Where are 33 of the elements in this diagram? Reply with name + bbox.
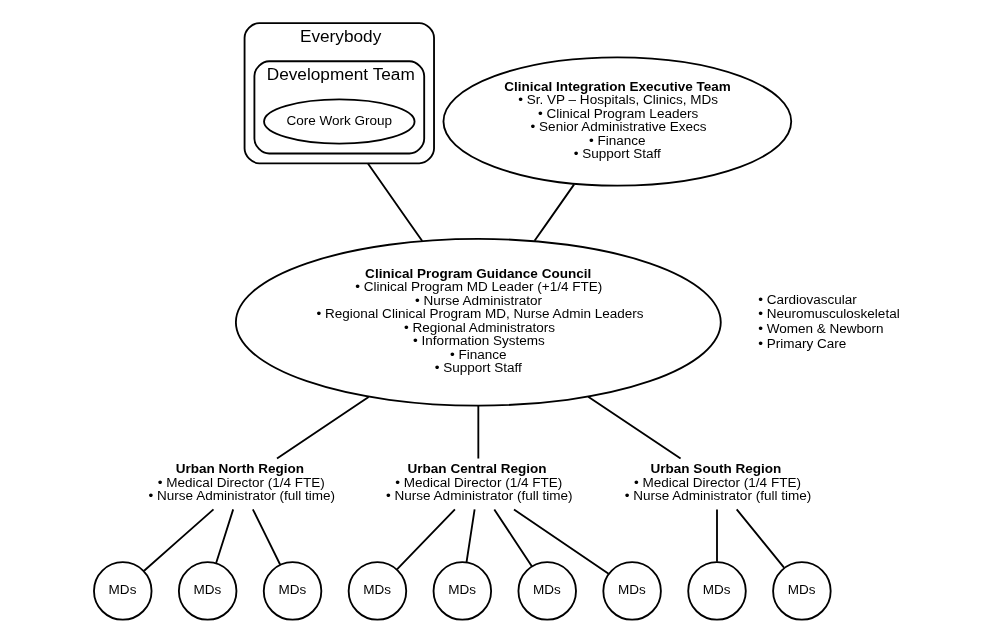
connector: [276, 396, 370, 460]
node-circle: MDs: [517, 561, 577, 621]
node-ellipse: Clinical Program Guidance Council • Clinical Program MD Leader (+1/4 FTE) • Nurse Administrator • Regional Clinical Program MD, Nurse Admin Leaders • Regional Administrators • Information Systems • Finance • Support Staff: [234, 238, 722, 407]
node-text: Urban Central Region • Medical Director (1/4 FTE) • Nurse Administrator (full time): [386, 461, 573, 504]
node-circle: MDs: [772, 561, 832, 621]
node-ellipse: Core Work Group: [263, 98, 416, 145]
node-circle: MDs: [177, 561, 238, 621]
connector: [587, 395, 682, 460]
connector: [716, 508, 718, 563]
connector: [215, 508, 235, 564]
node-circle: MDs: [602, 561, 662, 621]
connector: [465, 508, 476, 564]
node-circle: MDs: [687, 561, 747, 621]
connector: [143, 508, 215, 572]
label: • Cardiovascular: [758, 291, 857, 307]
node-circle: MDs: [93, 561, 153, 621]
node-text: Urban South Region • Medical Director (1/4 FTE) • Nurse Administrator (full time): [624, 461, 812, 504]
connector: [533, 183, 576, 242]
connector: [735, 508, 785, 569]
connector: [366, 162, 424, 242]
node-circle: MDs: [432, 561, 493, 621]
node-circle: MDs: [347, 561, 408, 621]
connector: [513, 508, 610, 575]
connector: [251, 508, 282, 566]
connector: [396, 508, 456, 571]
node-circle: MDs: [262, 561, 323, 621]
node-ellipse: Clinical Integration Executive Team • Sr. VP – Hospitals, Clinics, MDs • Clinical Program Leaders • Senior Administrative Execs • Finance • Support Staff: [442, 56, 793, 187]
connector: [477, 405, 480, 460]
label: • Women & Newborn: [758, 321, 884, 337]
label: • Neuromusculoskeletal: [758, 306, 900, 322]
node-text: Urban North Region • Medical Director (1/4 FTE) • Nurse Administrator (full time): [148, 461, 336, 504]
label: • Primary Care: [758, 335, 847, 351]
connector: [493, 508, 533, 568]
